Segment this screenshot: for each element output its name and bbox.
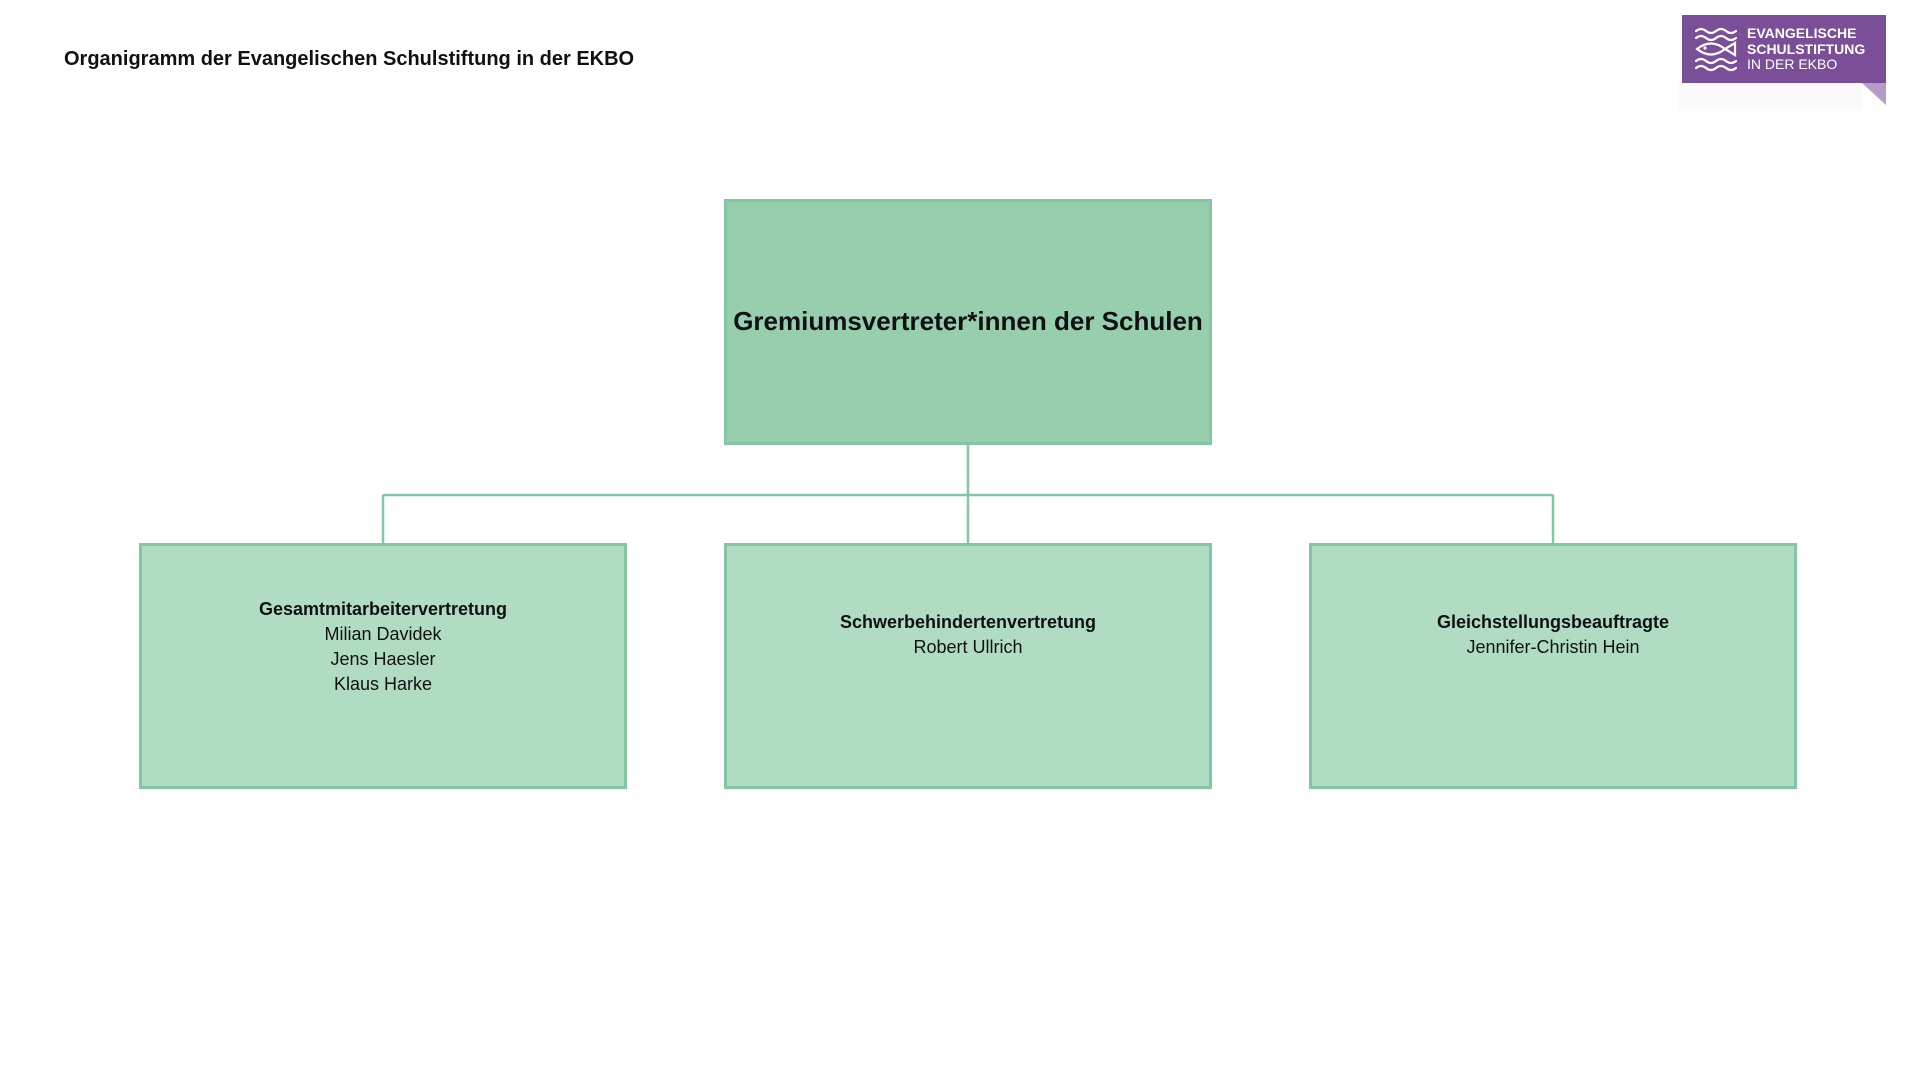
org-box-title: Gleichstellungsbeauftragte — [1436, 611, 1670, 632]
logo-text: EVANGELISCHE SCHULSTIFTUNG IN DER EKBO — [1747, 25, 1866, 73]
fish-waves-icon — [1694, 27, 1738, 72]
logo-shadow — [1678, 83, 1862, 109]
org-root-box: Gremiumsvertreter*innen der Schulen — [724, 199, 1212, 445]
org-root-title: Gremiumsvertreter*innen der Schulen — [733, 305, 1203, 336]
member-name: Milian Davidek — [324, 624, 442, 644]
org-box-schwerbehindertenvertretung: Schwerbehindertenvertretung Robert Ullri… — [724, 543, 1212, 789]
logo-line-3: IN DER EKBO — [1747, 56, 1838, 72]
member-list: Jennifer-Christin Hein — [1466, 635, 1639, 660]
org-box-gesamtmitarbeitervertretung: Gesamtmitarbeitervertretung Milian David… — [139, 543, 627, 789]
schulstiftung-logo: EVANGELISCHE SCHULSTIFTUNG IN DER EKBO — [1682, 15, 1886, 83]
member-name: Jens Haesler — [330, 649, 436, 669]
logo-corner-tab — [1862, 83, 1886, 105]
member-name: Jennifer-Christin Hein — [1466, 636, 1640, 657]
member-name: Robert Ullrich — [913, 636, 1023, 657]
member-name: Klaus Harke — [333, 674, 433, 694]
org-box-gleichstellungsbeauftragte: Gleichstellungsbeauftragte Jennifer-Chri… — [1309, 543, 1797, 789]
org-box-title: Schwerbehindertenvertretung — [839, 611, 1097, 632]
logo-line-2: SCHULSTIFTUNG — [1747, 40, 1866, 57]
member-list: Milian Davidek Jens Haesler Klaus Harke — [324, 622, 441, 697]
org-box-title: Gesamtmitarbeitervertretung — [258, 599, 508, 619]
member-list: Robert Ullrich — [913, 635, 1022, 660]
logo-line-1: EVANGELISCHE — [1747, 25, 1857, 41]
page-title: Organigramm der Evangelischen Schulstift… — [64, 48, 635, 70]
